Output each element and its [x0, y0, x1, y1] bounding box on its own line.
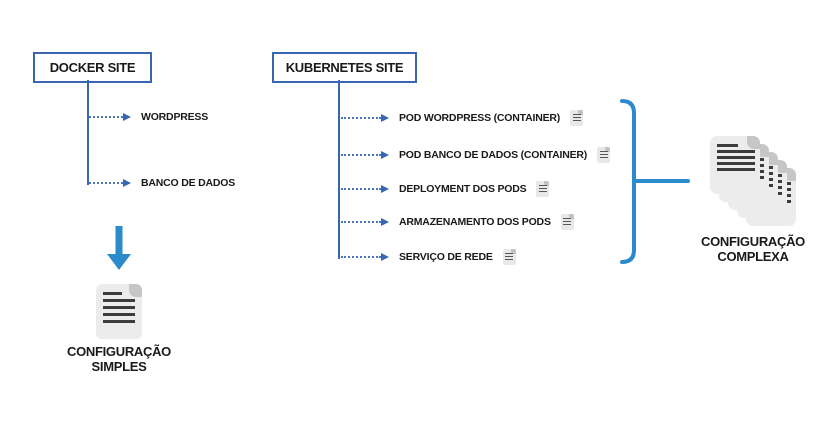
k8s-item-label: POD WORDPRESS (CONTAINER): [399, 112, 561, 124]
docker-site-box: DOCKER SITE: [33, 52, 152, 83]
docker-site-title: DOCKER SITE: [49, 60, 136, 75]
document-icon: [502, 249, 516, 265]
dotted-connector-line: [341, 117, 381, 119]
k8s-item-deployment: DEPLOYMENT DOS PODS: [341, 179, 550, 199]
document-icon: [536, 181, 550, 197]
kubernetes-site-title: KUBERNETES SITE: [285, 60, 404, 75]
k8s-item-servico-de-rede: SERVIÇO DE REDE: [341, 247, 516, 267]
dotted-connector-line: [341, 221, 381, 223]
k8s-item-pod-wordpress: POD WORDPRESS (CONTAINER): [341, 108, 584, 128]
docker-result-label: CONFIGURAÇÃO SIMPLES: [38, 344, 200, 374]
kubernetes-result-label: CONFIGURAÇÃO COMPLEXA: [672, 234, 834, 264]
brace-icon: [615, 95, 695, 275]
document-icon: [560, 214, 574, 230]
dotted-connector-line: [341, 188, 381, 190]
k8s-item-label: DEPLOYMENT DOS PODS: [399, 183, 527, 195]
k8s-item-label: POD BANCO DE DADOS (CONTAINER): [399, 149, 588, 161]
docker-item-label: WORDPRESS: [141, 111, 209, 123]
arrow-right-icon: [381, 218, 389, 226]
dotted-connector-line: [341, 256, 381, 258]
arrow-right-icon: [381, 151, 389, 159]
arrow-right-icon: [381, 185, 389, 193]
docker-item-label: BANCO DE DADOS: [141, 177, 236, 189]
document-fold-corner: [129, 284, 142, 297]
arrow-down-icon: [106, 226, 132, 270]
k8s-item-armazenamento: ARMAZENAMENTO DOS PODS: [341, 212, 574, 232]
k8s-item-pod-banco-de-dados: POD BANCO DE DADOS (CONTAINER): [341, 145, 611, 165]
arrow-right-icon: [123, 179, 131, 187]
docker-result-line1: CONFIGURAÇÃO: [66, 344, 171, 359]
document-stack-icon: [710, 136, 838, 236]
arrow-right-icon: [123, 113, 131, 121]
single-document-icon: [96, 284, 142, 339]
kubernetes-site-box: KUBERNETES SITE: [272, 52, 417, 83]
dotted-connector-line: [341, 154, 381, 156]
kubernetes-tree-trunk: [338, 80, 340, 259]
docker-result-line2: SIMPLES: [91, 359, 147, 374]
document-text-lines: [103, 292, 135, 327]
k8s-item-label: SERVIÇO DE REDE: [399, 251, 493, 263]
k8s-result-line1: CONFIGURAÇÃO: [700, 234, 805, 249]
dotted-connector-line: [89, 182, 123, 184]
document-icon: [570, 110, 584, 126]
docker-item-wordpress: WORDPRESS: [89, 107, 208, 127]
docker-tree-trunk: [87, 80, 89, 185]
arrow-right-icon: [381, 253, 389, 261]
docker-item-banco-de-dados: BANCO DE DADOS: [89, 173, 235, 193]
stack-document: [710, 136, 760, 194]
k8s-item-label: ARMAZENAMENTO DOS PODS: [399, 216, 551, 228]
document-icon: [597, 147, 611, 163]
arrow-right-icon: [381, 114, 389, 122]
k8s-result-line2: COMPLEXA: [717, 249, 789, 264]
dotted-connector-line: [89, 116, 123, 118]
